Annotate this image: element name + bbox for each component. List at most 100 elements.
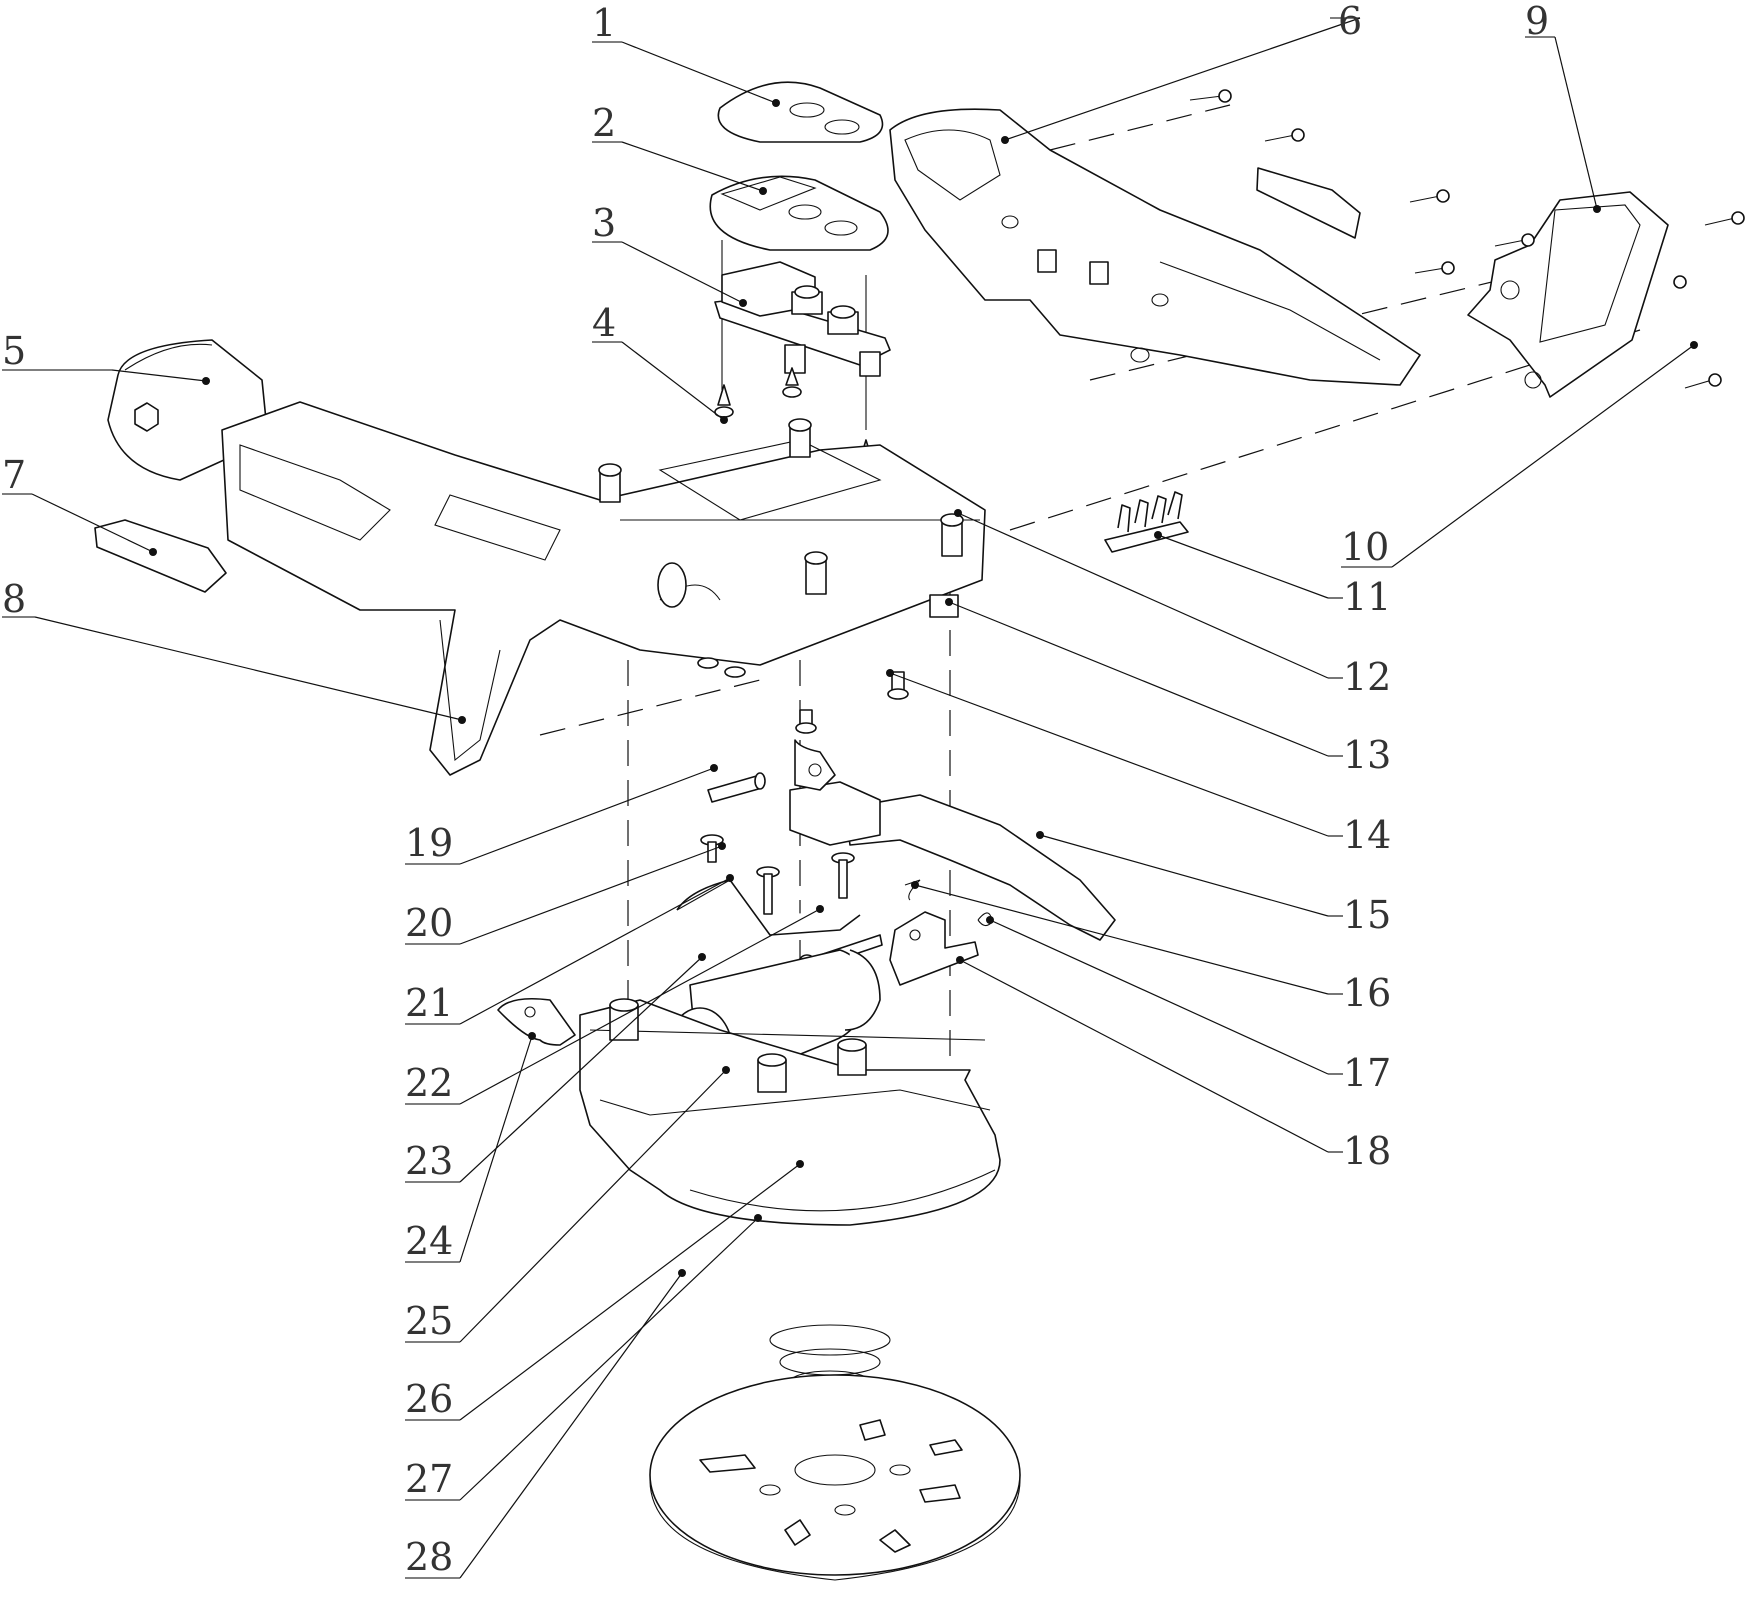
part-7-side-label: [94, 519, 227, 593]
part-6-right-housing: [889, 108, 1421, 386]
housing-screws: [1189, 89, 1745, 389]
callout-24: 24: [405, 1032, 536, 1263]
part-1-top-sticker: [717, 81, 884, 143]
callout-leader-line: [459, 908, 821, 1105]
callout-number: 21: [405, 981, 453, 1025]
callout-leader-line: [459, 1163, 801, 1421]
screw: [1684, 373, 1722, 389]
callout-anchor-dot: [886, 669, 894, 677]
part-15-trigger-lever: [789, 739, 1116, 941]
screw: [1264, 128, 1305, 142]
callout-leader-line: [1554, 36, 1598, 210]
callout-leader-line: [459, 1217, 759, 1501]
callout-number: 9: [1525, 0, 1549, 43]
callout-9: 9: [1525, 0, 1601, 213]
callout-anchor-dot: [796, 1160, 804, 1168]
callout-26: 26: [405, 1160, 804, 1421]
callout-anchor-dot: [1593, 205, 1601, 213]
callout-anchor-dot: [720, 416, 728, 424]
part-14-shoulder-screw: [795, 671, 909, 734]
part-24-end-bracket: [497, 997, 576, 1046]
callout-18: 18: [956, 956, 1391, 1173]
callout-number: 1: [592, 1, 616, 45]
callout-15: 15: [1036, 831, 1391, 937]
callout-11: 11: [1154, 531, 1391, 619]
part-9-rear-cover: [1467, 191, 1669, 398]
callout-leader-line: [989, 919, 1329, 1075]
callout-anchor-dot: [1036, 831, 1044, 839]
callout-number: 14: [1343, 813, 1391, 857]
callout-anchor-dot: [1690, 341, 1698, 349]
callout-anchor-dot: [816, 905, 824, 913]
callout-number: 16: [1343, 971, 1391, 1015]
callout-leader-line: [1004, 17, 1361, 141]
callout-number: 24: [405, 1219, 453, 1263]
callout-28: 28: [405, 1269, 686, 1579]
callout-leader-line: [957, 512, 1329, 679]
callout-number: 25: [405, 1299, 453, 1343]
callout-number: 20: [405, 901, 453, 945]
callout-2: 2: [592, 101, 767, 195]
callout-leader-line: [914, 884, 1329, 995]
callout-4: 4: [592, 301, 728, 424]
part-18-trigger-bracket: [889, 911, 979, 986]
callout-anchor-dot: [722, 1066, 730, 1074]
callout-number: 2: [592, 101, 616, 145]
screw: [1704, 211, 1745, 226]
screw: [1409, 189, 1450, 203]
callout-5: 5: [2, 329, 210, 385]
screw: [1189, 89, 1232, 103]
callout-13: 13: [945, 598, 1391, 777]
callout-8: 8: [2, 577, 466, 724]
callout-10: 10: [1341, 341, 1698, 569]
callout-number: 22: [405, 1061, 453, 1105]
callout-19: 19: [405, 764, 718, 865]
callout-leader-line: [621, 341, 725, 421]
callout-anchor-dot: [754, 1214, 762, 1222]
callout-layer: 1234567891011121314151617181920212223242…: [2, 0, 1698, 1579]
callout-23: 23: [405, 953, 706, 1183]
callout-leader-line: [459, 956, 703, 1183]
callout-number: 8: [2, 577, 26, 621]
callout-number: 3: [592, 201, 616, 245]
callout-14: 14: [886, 669, 1391, 857]
callout-6: 6: [1001, 0, 1362, 144]
callout-anchor-dot: [726, 874, 734, 882]
callout-number: 15: [1343, 893, 1391, 937]
part-3-circuit-board: [714, 261, 891, 377]
callout-anchor-dot: [1154, 531, 1162, 539]
callout-anchor-dot: [772, 99, 780, 107]
part-2-switch-cover: [709, 175, 889, 251]
callout-anchor-dot: [1001, 136, 1009, 144]
callout-17: 17: [986, 916, 1391, 1095]
callout-anchor-dot: [911, 881, 919, 889]
callout-number: 4: [592, 301, 616, 345]
part-25-base-housing: [579, 998, 1001, 1226]
screw: [1494, 233, 1535, 247]
callout-27: 27: [405, 1214, 762, 1501]
callout-leader-line: [621, 241, 744, 304]
callout-20: 20: [405, 842, 726, 945]
callout-21: 21: [405, 874, 734, 1025]
callout-7: 7: [2, 453, 157, 556]
callout-number: 12: [1343, 655, 1391, 699]
callout-leader-line: [459, 1272, 683, 1579]
callout-anchor-dot: [458, 716, 466, 724]
callout-anchor-dot: [739, 299, 747, 307]
callout-leader-line: [34, 616, 463, 721]
screw: [1673, 275, 1687, 289]
callout-leader-line: [459, 845, 723, 945]
callout-number: 13: [1343, 733, 1391, 777]
part-19-dowel-pin: [707, 772, 766, 803]
callout-25: 25: [405, 1066, 730, 1343]
callout-leader-line: [459, 1069, 727, 1343]
callout-leader-line: [889, 672, 1329, 837]
callout-leader-line: [459, 877, 731, 1025]
callout-anchor-dot: [710, 764, 718, 772]
callout-anchor-dot: [678, 1269, 686, 1277]
callout-anchor-dot: [956, 956, 964, 964]
callout-number: 18: [1343, 1129, 1391, 1173]
callout-leader-line: [621, 41, 777, 104]
callout-leader-line: [1039, 834, 1329, 917]
